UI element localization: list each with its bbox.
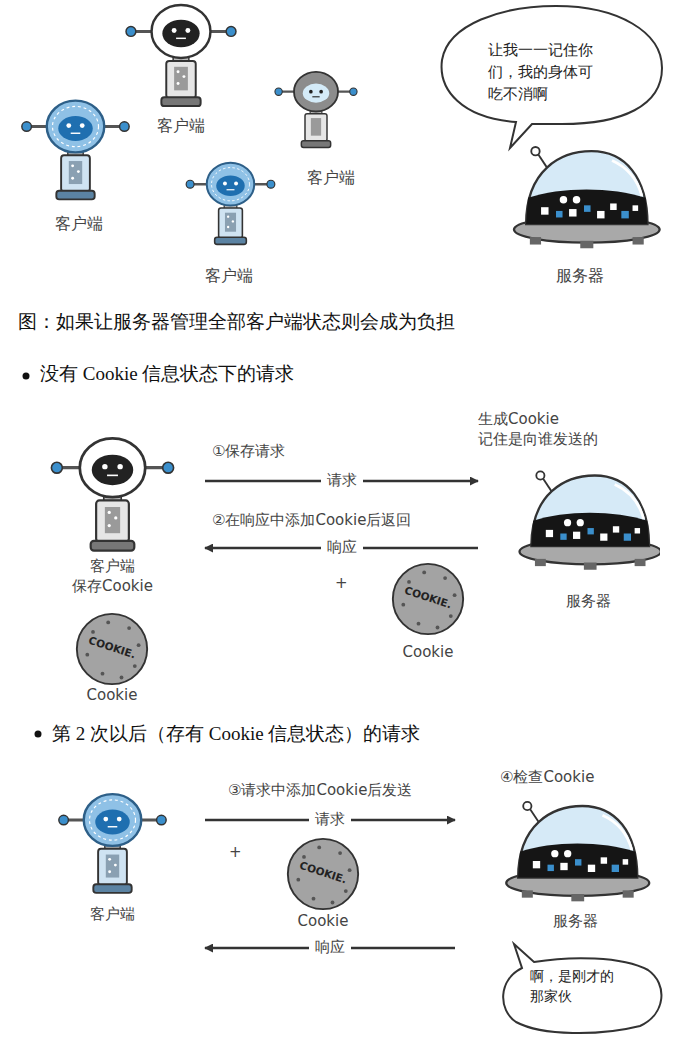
speech-bubble: 让我一一记住你 们，我的身体可 吃不消啊 [432, 2, 668, 152]
part-label: 客户端 [55, 214, 103, 235]
part-label: 服务器 [556, 266, 604, 287]
client-robot [59, 794, 166, 893]
cookie-label: Cookie [390, 643, 466, 663]
edge-label: 请求 [309, 810, 351, 830]
server-label: 服务器 [538, 592, 638, 612]
server-label: 服务器 [525, 912, 625, 932]
bullet-text: 没有 Cookie 信息状态下的请求 [40, 362, 294, 387]
edge-label: 响应 [321, 538, 363, 558]
cookie-label: Cookie [74, 686, 150, 706]
cookie-label: Cookie [285, 912, 361, 932]
plus-sign: + [229, 843, 242, 863]
step-label: ③请求中添加Cookie后发送 [228, 781, 412, 801]
step-label: ①保存请求 [212, 442, 285, 462]
client-node: 客户端 [55, 788, 205, 958]
client-robot [126, 5, 236, 106]
step-label: ②在响应中添加Cookie后返回 [212, 511, 411, 531]
bubble-shape [500, 952, 665, 1034]
server-node: ④检查Cookie 服务器 [455, 768, 665, 953]
server-robot [506, 802, 649, 901]
part-label: 客户端 [205, 266, 253, 287]
part-label: 客户端 [307, 168, 355, 189]
edge-label: 响应 [309, 938, 351, 958]
bullet-dot [35, 731, 42, 738]
client-node: 客户端 保存Cookie [40, 435, 205, 607]
client-label: 客户端 保存Cookie [65, 557, 160, 596]
part-label: 客户端 [157, 116, 205, 137]
bubble-outline [500, 952, 665, 1034]
bullet-dot [23, 373, 30, 380]
server-note: 生成Cookie 记住是向谁发送的 [478, 410, 606, 449]
server-robot [514, 147, 660, 248]
server-node: 生成Cookie 记住是向谁发送的服务器 [478, 410, 663, 614]
client-robot [22, 101, 129, 200]
cookie-node: COOKIE.Cookie [74, 611, 150, 708]
bubble-text: 让我一一记住你 们，我的身体可 吃不消啊 [488, 40, 600, 105]
server-robot [520, 471, 661, 569]
plus-sign: + [335, 574, 348, 594]
figure-caption: 图：如果让服务器管理全部客户端状态则会成为负担 [18, 310, 455, 335]
cookie-node: COOKIE.Cookie [390, 561, 466, 665]
client-robot [275, 72, 357, 148]
bubble-text: 啊，是刚才的 那家伙 [530, 966, 625, 1007]
server-note: ④检查Cookie [500, 768, 594, 788]
edge-label: 请求 [321, 471, 363, 491]
client-label: 客户端 [62, 905, 162, 925]
client-robot [51, 438, 173, 550]
client-robot [186, 163, 275, 245]
cookie-node: COOKIE.Cookie [285, 836, 361, 934]
speech-bubble: 啊，是刚才的 那家伙 [500, 952, 665, 1034]
bullet-text: 第 2 次以后（存有 Cookie 信息状态）的请求 [52, 722, 420, 747]
